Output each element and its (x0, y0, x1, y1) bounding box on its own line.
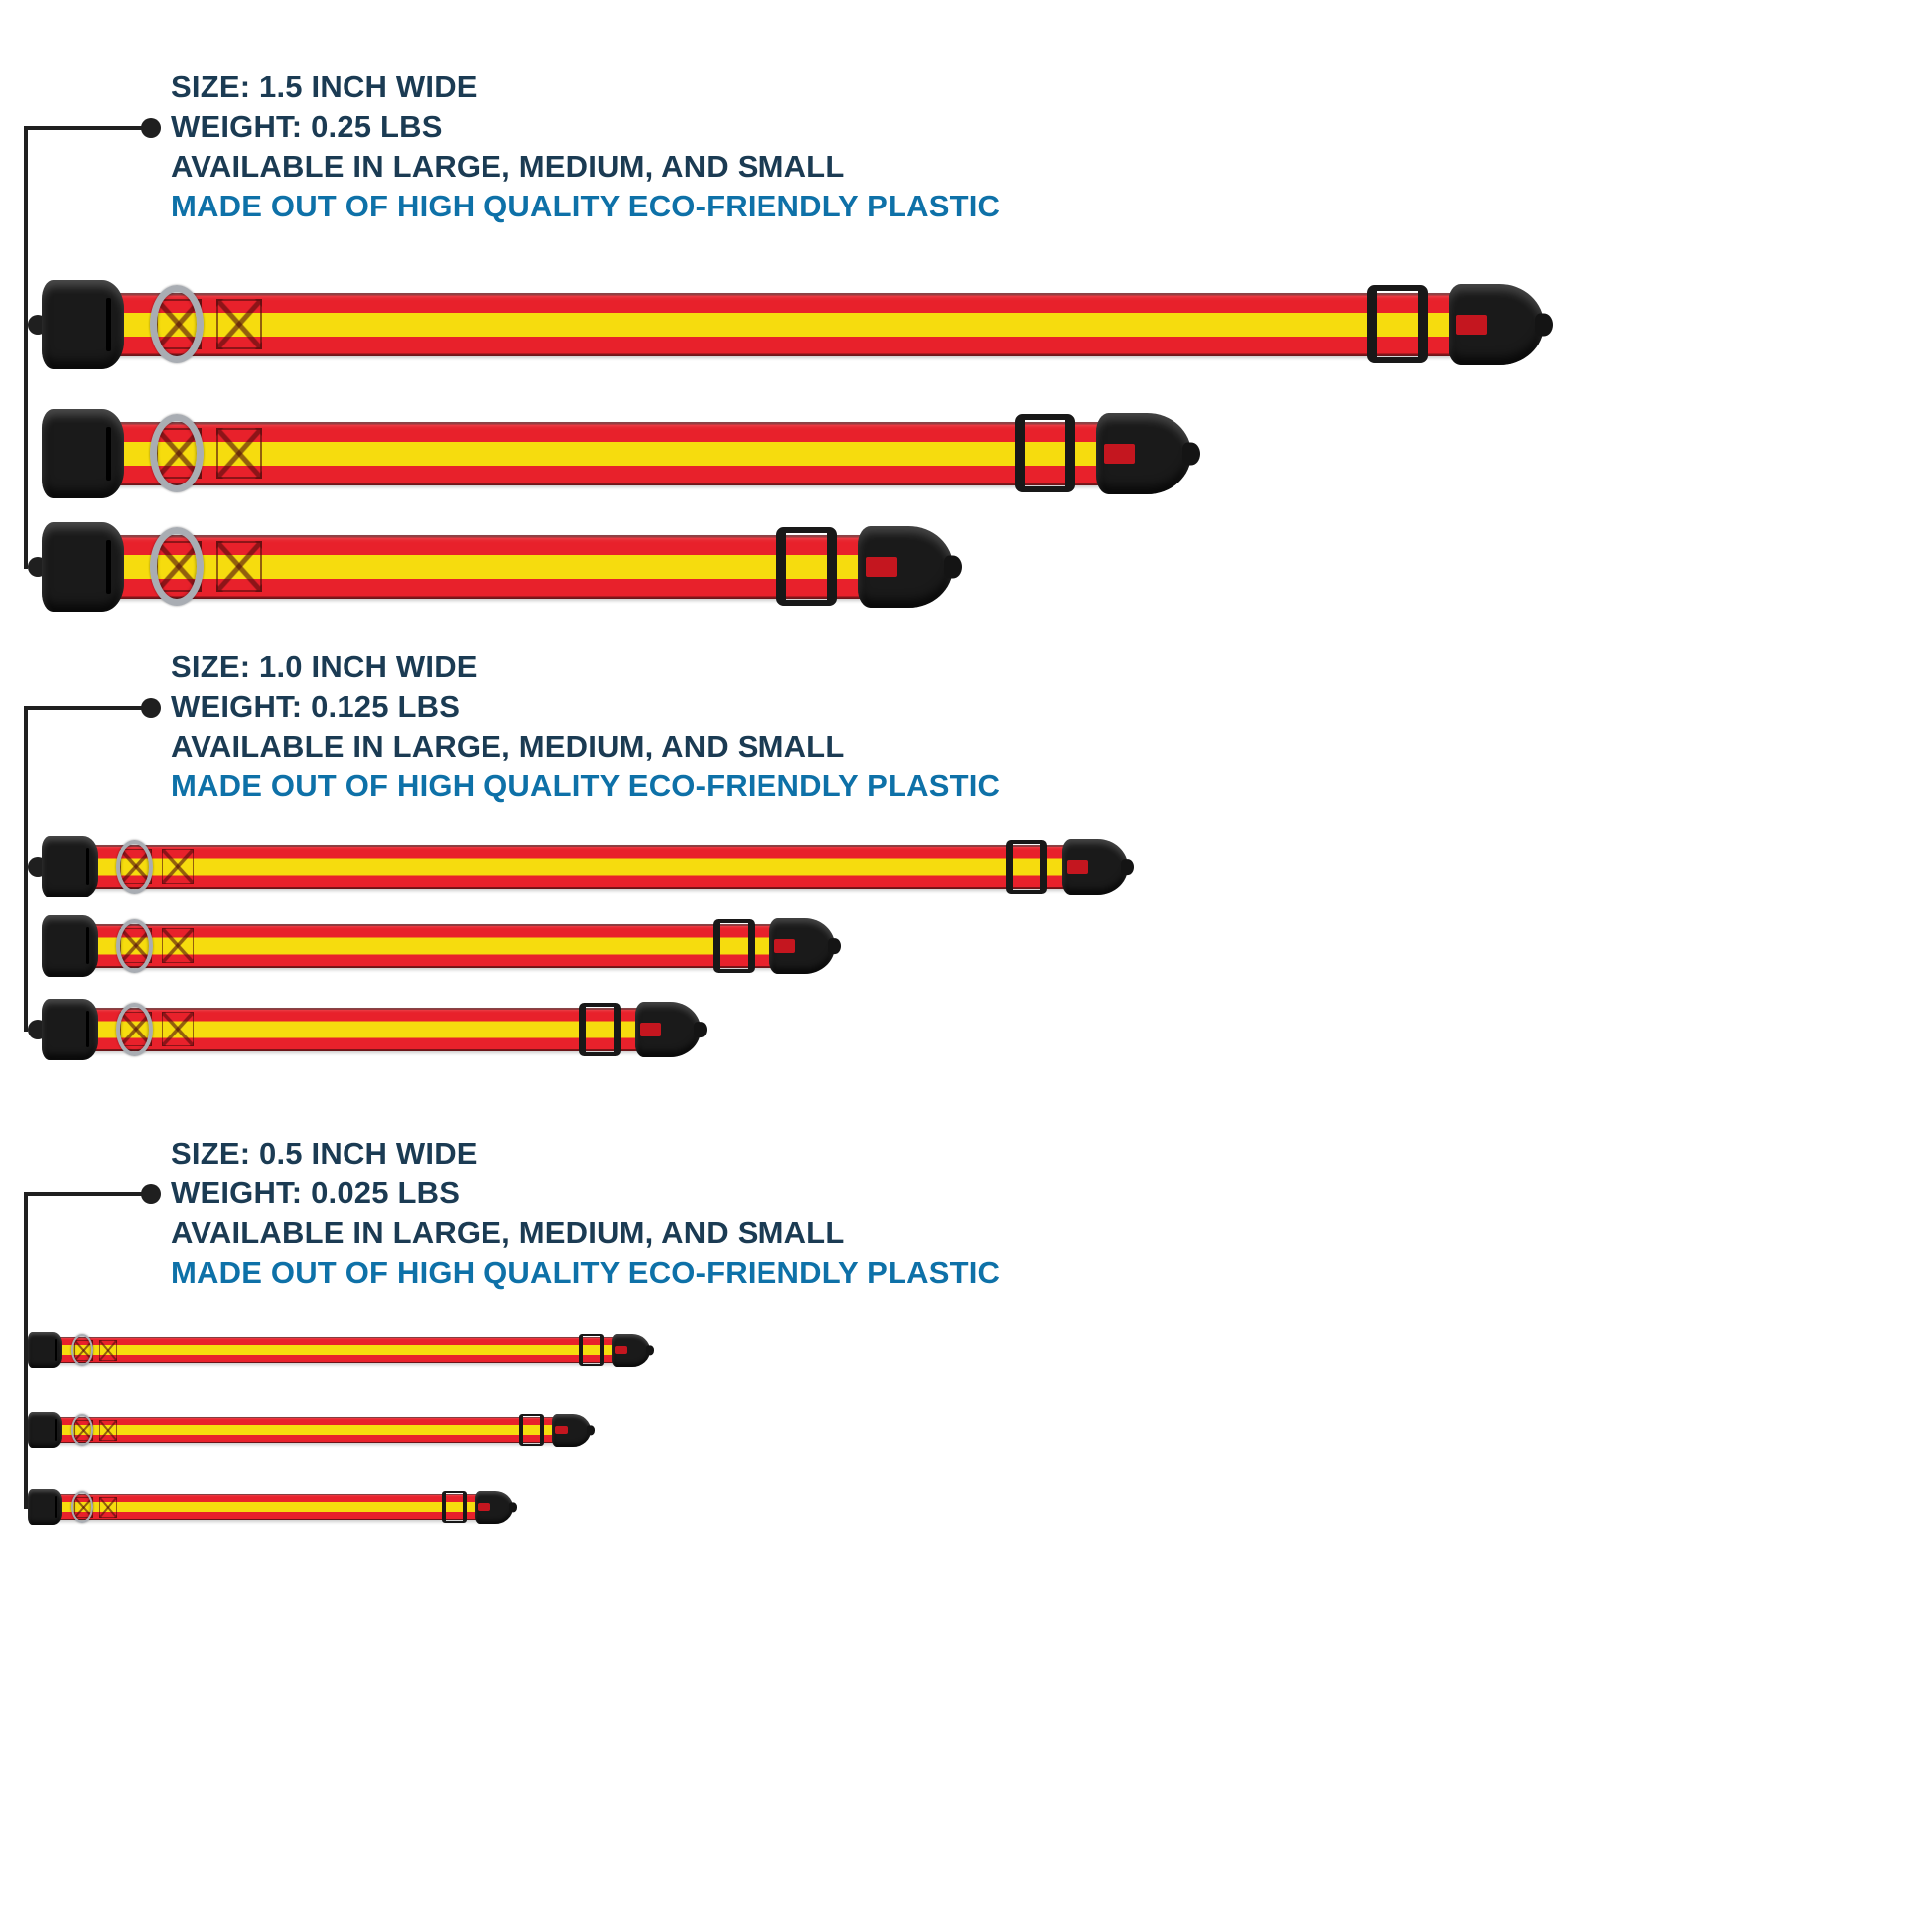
d-ring (115, 918, 154, 974)
collar-strap (76, 923, 816, 968)
tri-glide-adjuster (579, 1002, 621, 1057)
d-ring (149, 285, 205, 364)
material-label: MADE OUT OF HIGH QUALITY ECO-FRIENDLY PL… (171, 189, 1001, 223)
collar-0-5in-medium (28, 1412, 592, 1449)
buckle-female (42, 915, 99, 977)
box-stitch (98, 1339, 118, 1361)
tri-glide-adjuster (578, 1334, 604, 1367)
connector-line-vertical (24, 1192, 28, 1509)
tri-glide-adjuster (441, 1491, 467, 1524)
d-ring (71, 1491, 94, 1524)
connector-dot-text (141, 698, 161, 718)
collar-0-5in-small (28, 1489, 514, 1526)
buckle-male (768, 917, 835, 974)
size-label: SIZE: 1.5 INCH WIDE (171, 69, 478, 104)
buckle-male (858, 525, 954, 608)
buckle-female (28, 1412, 62, 1449)
buckle-female (28, 1489, 62, 1526)
section-text-block: SIZE: 1.5 INCH WIDE WEIGHT: 0.25 LBS AVA… (171, 68, 1000, 226)
box-stitch (216, 428, 263, 480)
availability-label: AVAILABLE IN LARGE, MEDIUM, AND SMALL (171, 149, 845, 184)
collar-strap (76, 844, 1109, 889)
collar-1-5in-medium (42, 409, 1192, 498)
connector-line-vertical (24, 126, 28, 569)
d-ring (115, 1002, 154, 1057)
d-ring (71, 1334, 94, 1367)
d-ring (149, 527, 205, 607)
box-stitch (216, 299, 263, 350)
d-ring (115, 839, 154, 895)
buckle-male (552, 1413, 592, 1447)
buckle-male (1096, 412, 1192, 494)
buckle-female (42, 280, 125, 369)
weight-label: WEIGHT: 0.125 LBS (171, 689, 461, 724)
section-text-block: SIZE: 0.5 INCH WIDE WEIGHT: 0.025 LBS AV… (171, 1134, 1000, 1293)
box-stitch (98, 1496, 118, 1518)
collar-strap (48, 1337, 639, 1364)
connector-dot-text (141, 118, 161, 138)
collar-1-0in-large (42, 836, 1128, 897)
tri-glide-adjuster (1006, 839, 1047, 895)
tri-glide-adjuster (776, 527, 837, 607)
buckle-male (475, 1490, 514, 1524)
connector-line-horizontal (24, 706, 151, 710)
box-stitch (162, 849, 194, 885)
buckle-male (1449, 283, 1545, 365)
collar-strap (92, 421, 1165, 485)
tri-glide-adjuster (1015, 414, 1075, 493)
buckle-male (634, 1001, 701, 1057)
size-label: SIZE: 0.5 INCH WIDE (171, 1136, 478, 1171)
box-stitch (98, 1419, 118, 1441)
connector-line-horizontal (24, 126, 151, 130)
material-label: MADE OUT OF HIGH QUALITY ECO-FRIENDLY PL… (171, 768, 1001, 803)
tri-glide-adjuster (713, 918, 755, 974)
d-ring (71, 1414, 94, 1447)
tri-glide-adjuster (1367, 285, 1428, 364)
collar-1-0in-small (42, 999, 701, 1060)
d-ring (149, 414, 205, 493)
buckle-male (1061, 838, 1128, 895)
tri-glide-adjuster (518, 1414, 544, 1447)
weight-label: WEIGHT: 0.025 LBS (171, 1175, 461, 1210)
collar-0-5in-large (28, 1332, 651, 1369)
weight-label: WEIGHT: 0.25 LBS (171, 109, 443, 144)
collar-1-5in-small (42, 522, 954, 612)
collar-strap (48, 1494, 502, 1521)
collar-strap (92, 292, 1517, 356)
collar-1-5in-large (42, 280, 1545, 369)
size-label: SIZE: 1.0 INCH WIDE (171, 649, 478, 684)
connector-line-horizontal (24, 1192, 151, 1196)
collar-strap (48, 1417, 580, 1444)
box-stitch (216, 541, 263, 593)
box-stitch (162, 928, 194, 964)
box-stitch (162, 1012, 194, 1047)
collar-1-0in-medium (42, 915, 835, 977)
section-text-block: SIZE: 1.0 INCH WIDE WEIGHT: 0.125 LBS AV… (171, 647, 1000, 806)
availability-label: AVAILABLE IN LARGE, MEDIUM, AND SMALL (171, 729, 845, 763)
buckle-female (28, 1332, 62, 1369)
buckle-female (42, 999, 99, 1060)
connector-dot-text (141, 1184, 161, 1204)
availability-label: AVAILABLE IN LARGE, MEDIUM, AND SMALL (171, 1215, 845, 1250)
buckle-male (612, 1333, 651, 1367)
buckle-female (42, 522, 125, 612)
connector-line-vertical (24, 706, 28, 1032)
material-label: MADE OUT OF HIGH QUALITY ECO-FRIENDLY PL… (171, 1255, 1001, 1290)
buckle-female (42, 836, 99, 897)
buckle-female (42, 409, 125, 498)
